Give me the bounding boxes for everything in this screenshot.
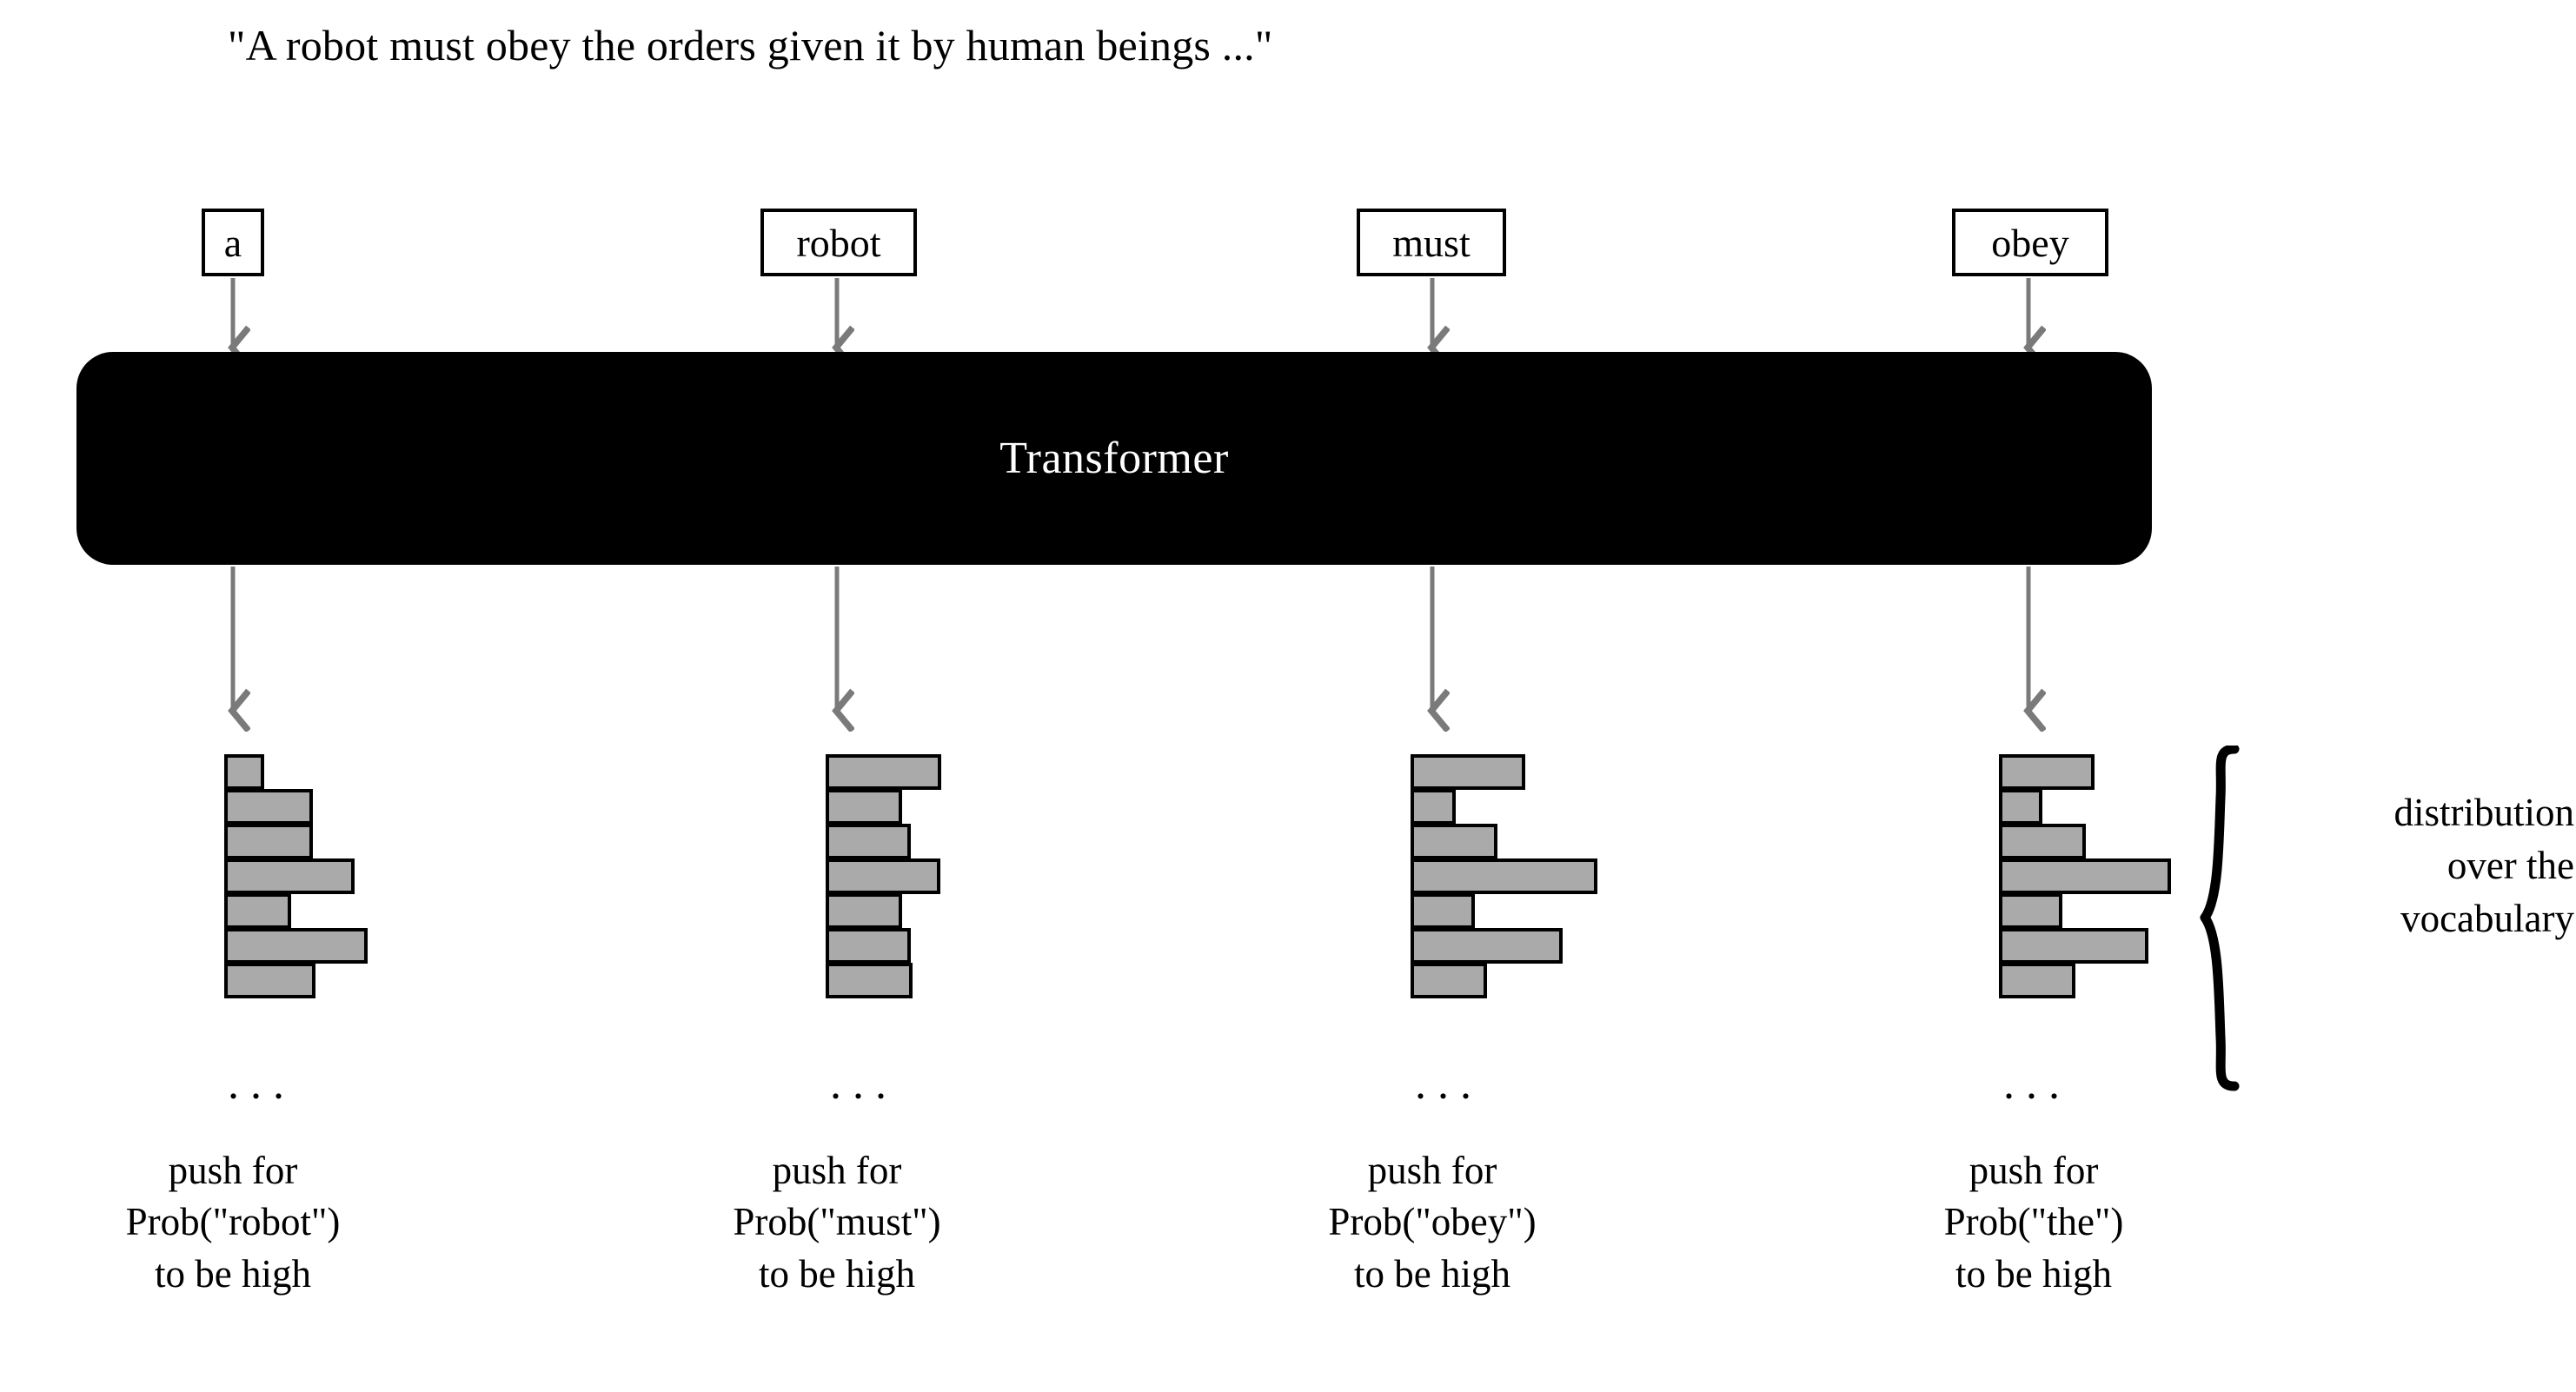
dist-bar [224, 963, 315, 998]
transformer-label: Transformer [999, 434, 1229, 483]
token-box-0: a [202, 209, 264, 276]
token-label-2: must [1392, 220, 1471, 265]
dist-bar [224, 893, 291, 929]
token-label-3: obey [1991, 220, 2069, 265]
distribution-chart-2 [1411, 754, 1597, 998]
caption-1-line1: push for [772, 1149, 902, 1192]
dist-bar [224, 928, 368, 964]
dist-bar [1999, 893, 2062, 929]
ellipsis-3: ... [2003, 1059, 2071, 1109]
dist-bar [1411, 858, 1597, 894]
dist-bar [1411, 824, 1497, 859]
caption-2-line2: Prob("obey") [1328, 1200, 1537, 1244]
dist-bar [826, 858, 940, 894]
distribution-chart-1 [826, 754, 941, 998]
token-box-2: must [1357, 209, 1506, 276]
caption-3-line1: push for [1969, 1149, 2099, 1192]
caption-1-line2: Prob("must") [733, 1200, 941, 1244]
curly-brace-icon [2200, 746, 2240, 1091]
dist-bar [826, 754, 941, 790]
dist-bar [826, 928, 911, 964]
transformer-block: Transformer [76, 352, 2152, 565]
dist-bar [224, 789, 313, 825]
dist-bar [224, 824, 313, 859]
caption-2-line3: to be high [1354, 1251, 1510, 1296]
distribution-chart-3 [1999, 754, 2171, 998]
vocabulary-annotation: distribution over the vocabulary [2251, 786, 2574, 946]
ellipsis-2: ... [1415, 1059, 1483, 1109]
dist-bar [1999, 928, 2148, 964]
dist-bar [1999, 754, 2095, 790]
dist-bar [1999, 824, 2086, 859]
distribution-chart-0 [224, 754, 368, 998]
dist-bar [826, 789, 902, 825]
token-label-1: robot [796, 220, 881, 265]
dist-bar [1411, 754, 1525, 790]
token-box-3: obey [1952, 209, 2108, 276]
dist-bar [1999, 963, 2075, 998]
caption-3-line2: Prob("the") [1943, 1200, 2124, 1244]
caption-1-line3: to be high [759, 1251, 915, 1296]
dist-bar [1411, 893, 1475, 929]
token-box-1: robot [760, 209, 917, 276]
vocab-note-line1: distribution [2393, 791, 2574, 834]
dist-bar [1999, 789, 2042, 825]
caption-1: push for Prob("must") to be high [611, 1145, 1063, 1300]
dist-bar [1999, 858, 2171, 894]
caption-2: push for Prob("obey") to be high [1206, 1145, 1658, 1300]
dist-bar [826, 824, 911, 859]
caption-3: push for Prob("the") to be high [1808, 1145, 2260, 1300]
dist-bar [1411, 963, 1487, 998]
page-title: "A robot must obey the orders given it b… [228, 21, 1273, 70]
dist-bar [1411, 928, 1563, 964]
vocab-note-line2: over the [2447, 844, 2574, 888]
ellipsis-1: ... [830, 1059, 898, 1109]
caption-2-line1: push for [1367, 1149, 1497, 1192]
dist-bar [224, 858, 355, 894]
caption-3-line3: to be high [1955, 1251, 2112, 1296]
caption-0-line3: to be high [155, 1251, 311, 1296]
caption-0-line1: push for [168, 1149, 298, 1192]
token-label-0: a [223, 220, 242, 265]
dist-bar [1411, 789, 1456, 825]
dist-bar [826, 963, 913, 998]
ellipsis-0: ... [228, 1059, 295, 1109]
dist-bar [224, 754, 264, 790]
caption-0-line2: Prob("robot") [125, 1200, 341, 1244]
vocab-note-line3: vocabulary [2400, 897, 2574, 941]
caption-0: push for Prob("robot") to be high [7, 1145, 459, 1300]
dist-bar [826, 893, 902, 929]
